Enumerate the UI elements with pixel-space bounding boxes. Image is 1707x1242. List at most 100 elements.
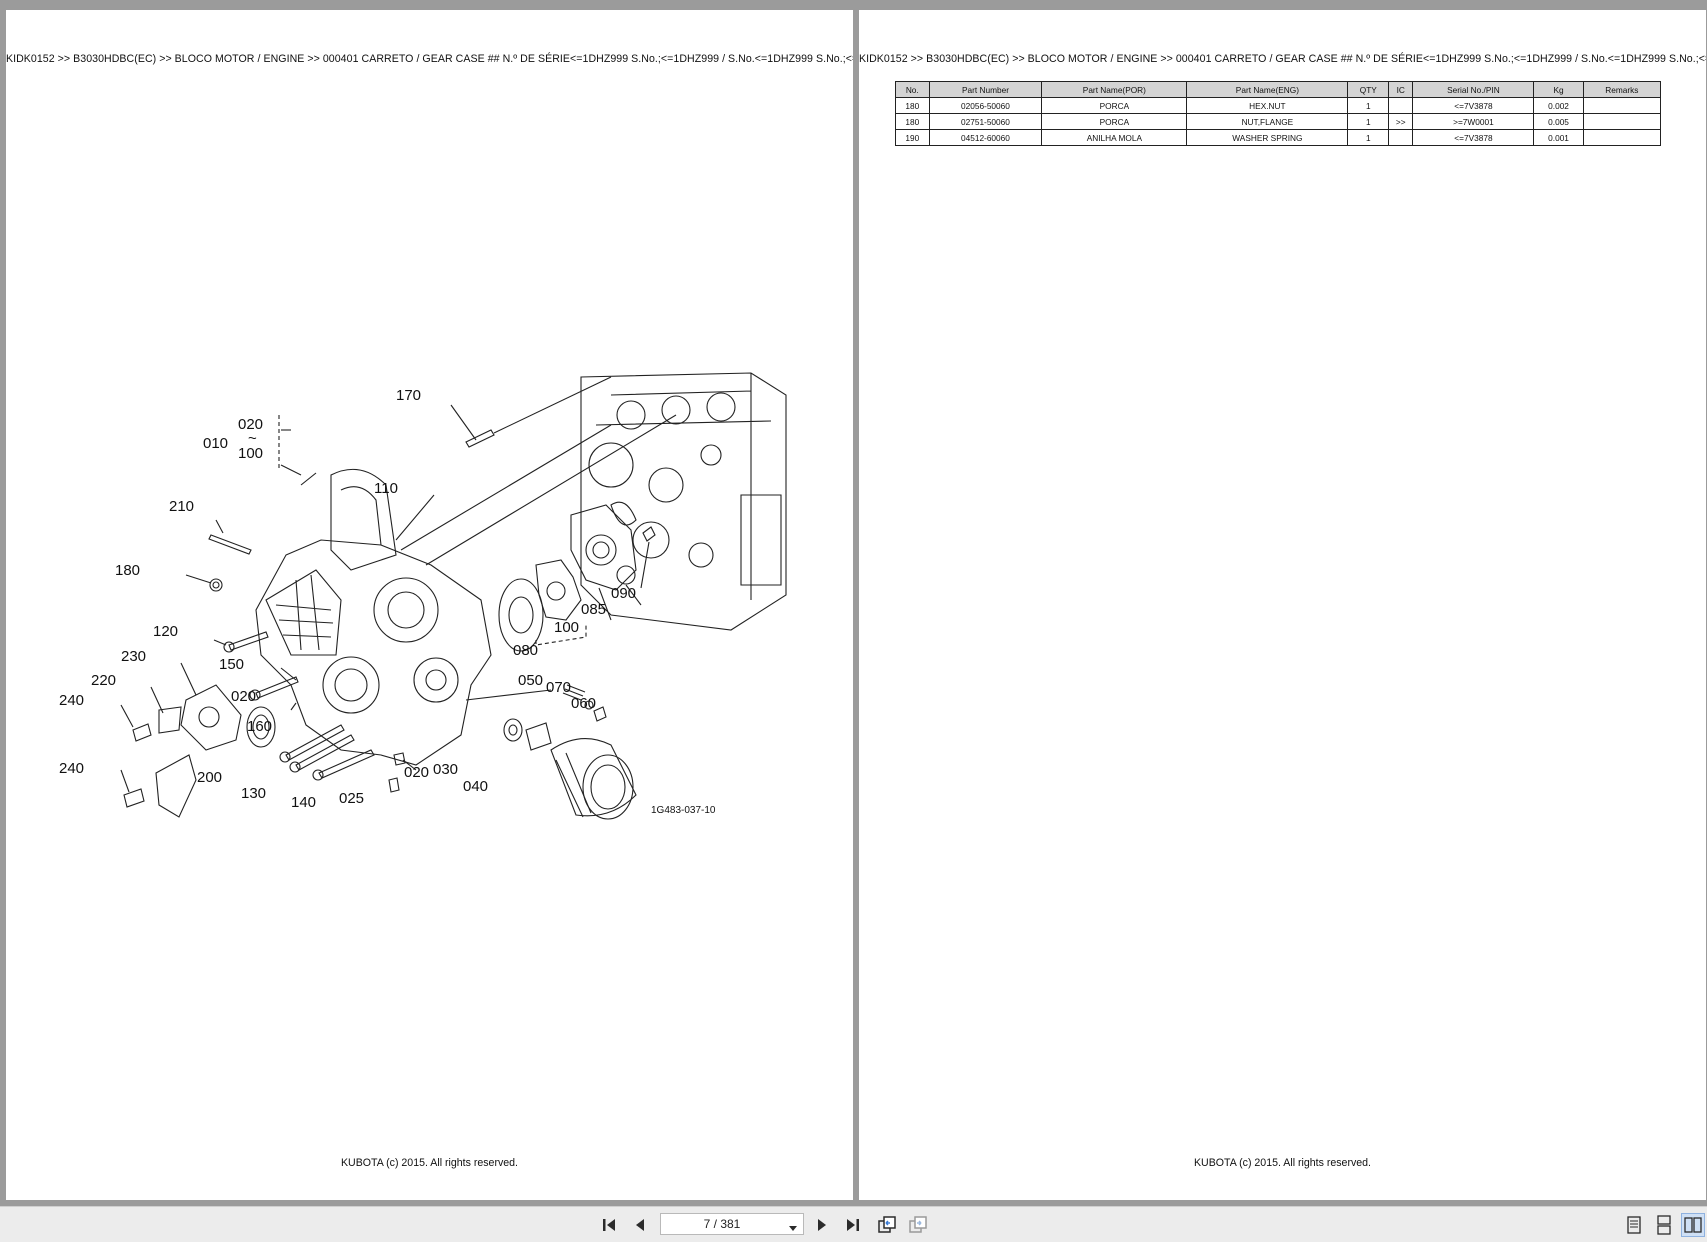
- page-number-select[interactable]: 7 / 381: [660, 1213, 804, 1235]
- table-cell: [1582, 129, 1662, 146]
- page-header: KIDK0152 >> B3030HDBC(EC) >> BLOCO MOTOR…: [859, 53, 1706, 65]
- callout-170: 170: [396, 387, 421, 404]
- table-cell: 180: [895, 113, 930, 130]
- parts-diagram: 010 020 ~ 100 170 110 210 180 120 230 15…: [59, 372, 787, 820]
- page-indicator: 7 / 381: [703, 1217, 741, 1231]
- table-header-row: No. Part Number Part Name(POR) Part Name…: [895, 81, 1662, 98]
- callout-085: 085: [581, 601, 606, 618]
- continuous-view-button[interactable]: [1652, 1213, 1676, 1237]
- previous-page-icon: [636, 1219, 644, 1231]
- back-view-icon: [878, 1216, 896, 1233]
- table-cell: ANILHA MOLA: [1041, 129, 1188, 146]
- table-cell: NUT,FLANGE: [1186, 113, 1349, 130]
- table-cell: >=7W0001: [1412, 113, 1535, 130]
- table-cell: [1582, 113, 1662, 130]
- table-cell: 1: [1347, 129, 1390, 146]
- viewer-toolbar: 7 / 381: [0, 1206, 1707, 1242]
- table-cell: <=7V3878: [1412, 129, 1535, 146]
- callout-230: 230: [121, 648, 146, 665]
- table-row: 180 02056-50060 PORCA HEX.NUT 1 <=7V3878…: [895, 97, 1662, 114]
- table-cell: 0.002: [1533, 97, 1584, 114]
- forward-view-icon: [909, 1216, 927, 1233]
- table-cell: >>: [1388, 113, 1414, 130]
- column-header: IC: [1388, 81, 1414, 98]
- table-cell: 0.001: [1533, 129, 1584, 146]
- table-cell: PORCA: [1041, 97, 1188, 114]
- cover-plate: [180, 684, 242, 751]
- table-cell: [1388, 97, 1414, 114]
- document-page-right: KIDK0152 >> B3030HDBC(EC) >> BLOCO MOTOR…: [859, 10, 1706, 1200]
- drawing-code: 1G483-037-10: [651, 805, 716, 816]
- single-page-icon: [1627, 1216, 1641, 1234]
- callout-070: 070: [546, 679, 571, 696]
- table-cell: 0.005: [1533, 113, 1584, 130]
- callout-090: 090: [611, 585, 636, 602]
- column-header: Part Name(ENG): [1186, 81, 1349, 98]
- table-cell: 02056-50060: [928, 97, 1043, 114]
- callout-220: 220: [91, 672, 116, 689]
- page-header: KIDK0152 >> B3030HDBC(EC) >> BLOCO MOTOR…: [6, 53, 853, 65]
- page-footer: KUBOTA (c) 2015. All rights reserved.: [1193, 1157, 1372, 1169]
- first-page-icon: [603, 1219, 615, 1231]
- callout-110: 110: [374, 480, 398, 497]
- previous-page-button[interactable]: [628, 1213, 652, 1237]
- document-page-left: KIDK0152 >> B3030HDBC(EC) >> BLOCO MOTOR…: [6, 10, 853, 1200]
- two-page-view-button[interactable]: [1681, 1213, 1705, 1237]
- column-header: Part Number: [928, 81, 1043, 98]
- callout-tilde: ~: [248, 430, 257, 447]
- column-header: Serial No./PIN: [1412, 81, 1535, 98]
- callout-030: 030: [433, 761, 458, 778]
- table-cell: 180: [895, 97, 930, 114]
- column-header: QTY: [1347, 81, 1390, 98]
- table-cell: [1582, 97, 1662, 114]
- table-cell: 02751-50060: [928, 113, 1043, 130]
- table-cell: 1: [1347, 113, 1390, 130]
- two-page-icon: [1684, 1217, 1702, 1233]
- table-row: 180 02751-50060 PORCA NUT,FLANGE 1 >> >=…: [895, 113, 1662, 130]
- callout-020: 020: [231, 688, 256, 705]
- table-cell: 04512-60060: [928, 129, 1043, 146]
- table-cell: WASHER SPRING: [1186, 129, 1349, 146]
- table-cell: PORCA: [1041, 113, 1188, 130]
- last-page-button[interactable]: [841, 1213, 865, 1237]
- gear-case: [255, 539, 492, 766]
- callout-100: 100: [554, 619, 579, 636]
- callout-200: 200: [197, 769, 222, 786]
- next-page-button[interactable]: [810, 1213, 834, 1237]
- go-forward-button[interactable]: [906, 1213, 930, 1237]
- callout-150: 150: [219, 656, 244, 673]
- callout-050: 050: [518, 672, 543, 689]
- callout-240: 240: [59, 692, 84, 709]
- last-page-icon: [847, 1219, 859, 1231]
- next-page-icon: [818, 1219, 826, 1231]
- column-header: Part Name(POR): [1041, 81, 1188, 98]
- callout-020: 020: [404, 764, 429, 781]
- parts-table: No. Part Number Part Name(POR) Part Name…: [895, 81, 1662, 146]
- table-cell: <=7V3878: [1412, 97, 1535, 114]
- first-page-button[interactable]: [597, 1213, 621, 1237]
- continuous-pages-icon: [1657, 1215, 1671, 1235]
- table-cell: [1388, 129, 1414, 146]
- callout-060: 060: [571, 695, 596, 712]
- column-header: Kg: [1533, 81, 1584, 98]
- column-header: Remarks: [1582, 81, 1662, 98]
- callout-240: 240: [59, 760, 84, 777]
- callout-080: 080: [513, 642, 538, 659]
- table-cell: 190: [895, 129, 930, 146]
- callout-040: 040: [463, 778, 488, 795]
- table-row: 190 04512-60060 ANILHA MOLA WASHER SPRIN…: [895, 129, 1662, 146]
- oil-filter: [550, 738, 637, 817]
- page-footer: KUBOTA (c) 2015. All rights reserved.: [340, 1157, 519, 1169]
- table-cell: 1: [1347, 97, 1390, 114]
- callout-020: 020: [238, 416, 263, 433]
- go-back-button[interactable]: [875, 1213, 899, 1237]
- table-cell: HEX.NUT: [1186, 97, 1349, 114]
- callout-100: 100: [238, 445, 263, 462]
- engine-block: [580, 372, 787, 631]
- single-page-view-button[interactable]: [1622, 1213, 1646, 1237]
- column-header: No.: [895, 81, 930, 98]
- callout-180: 180: [115, 562, 140, 579]
- callout-010: 010: [203, 435, 228, 452]
- callout-130: 130: [241, 785, 266, 802]
- callout-140: 140: [291, 794, 316, 811]
